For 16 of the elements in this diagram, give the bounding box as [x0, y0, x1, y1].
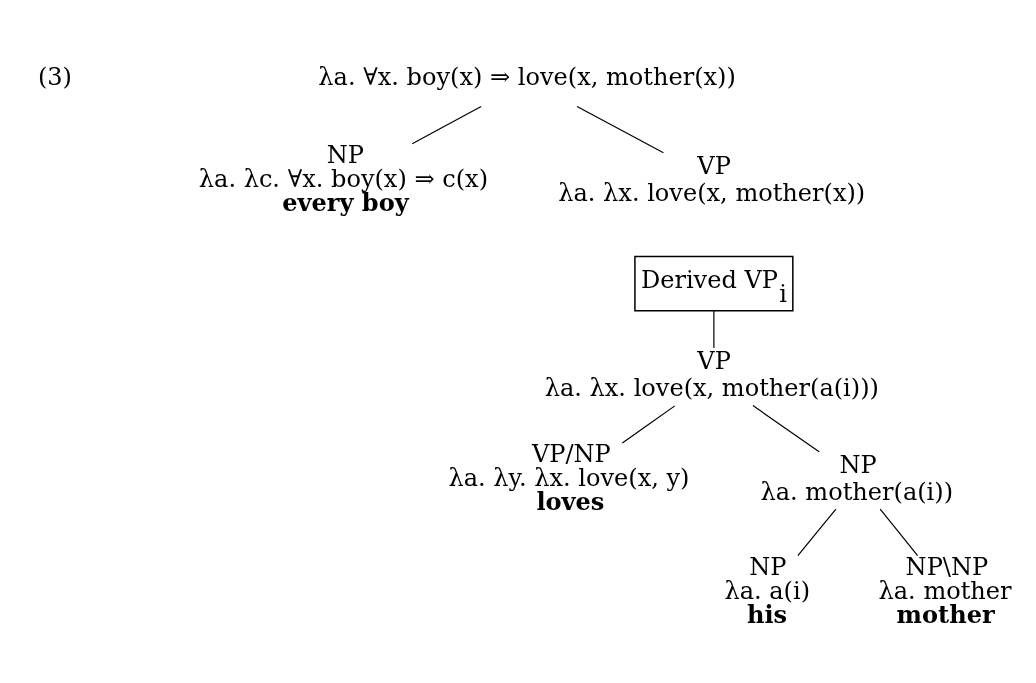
- node-text: VP/NP λa. λy. λx. love(x, y) loves: [448, 440, 690, 517]
- node-text: VP λa. λx. love(x, mother(x)): [558, 151, 866, 207]
- node-text: NP λa. a(i) his: [724, 553, 811, 630]
- node-text: λa. ∀x. boy(x) ⇒ love(x, mother(x)): [318, 62, 736, 91]
- connector: [576, 105, 664, 154]
- connector: [411, 105, 482, 145]
- connector: [713, 310, 715, 349]
- node-text: VP λa. λx. love(x, mother(a(i))): [544, 347, 879, 403]
- connector: [621, 405, 676, 444]
- connector: [879, 508, 919, 557]
- label: (3): [37, 62, 72, 91]
- node-text: NP λa. λc. ∀x. boy(x) ⇒ c(x) every boy: [198, 141, 489, 218]
- node-text: NP λa. mother(a(i)): [760, 450, 954, 506]
- connector: [797, 508, 837, 557]
- node-text: NP\NP λa. mother mother: [878, 553, 1012, 630]
- connector: [752, 405, 820, 453]
